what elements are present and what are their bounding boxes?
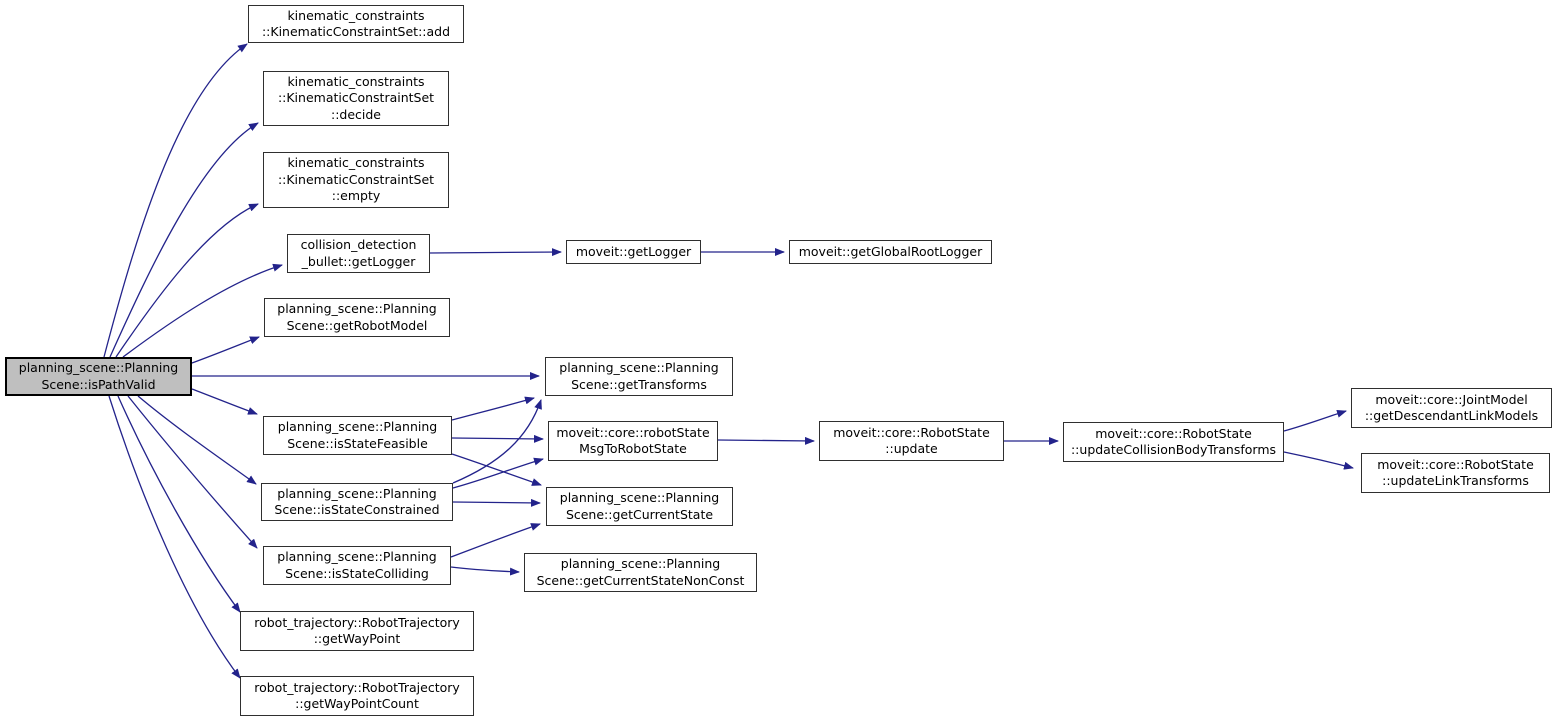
node-label-line: ::KinematicConstraintSet [277, 90, 435, 106]
edge-isstateconstrained-to-gettransforms [452, 399, 542, 484]
node-label-line: moveit::core::RobotState [833, 424, 990, 440]
node-label-line: moveit::getLogger [575, 243, 692, 259]
node-label-line: planning_scene::Planning [560, 556, 721, 571]
node-label-line: _bullet::getLogger [301, 253, 416, 269]
node-label-line: robot_trajectory::RobotTrajectory [254, 614, 460, 630]
node-getglobalrootlogger[interactable]: moveit::getGlobalRootLogger [789, 240, 992, 264]
node-label-line: Scene::getCurrentStateNonConst [536, 572, 745, 588]
node-label-line: Scene::getCurrentState [565, 506, 714, 522]
node-label-line: ::getWayPoint [313, 631, 401, 646]
edge-isstatefeasible-to-robotstatemsg [451, 434, 544, 443]
node-getwaypointcount[interactable]: robot_trajectory::RobotTrajectory ::getW… [240, 676, 474, 716]
node-label-line: ::decide [330, 106, 382, 122]
node-label-line: Scene::isPathValid [41, 376, 156, 392]
node-label-line: ::getWayPointCount [295, 696, 419, 711]
node-bullet-getlogger[interactable]: collision_detection _bullet::getLogger [287, 234, 430, 273]
node-label-line: robot_trajectory::RobotTrajectory [254, 679, 460, 695]
node-isstatefeasible[interactable]: planning_scene::Planning Scene::isStateF… [263, 416, 452, 455]
node-robotstatemsgtorobotstate[interactable]: moveit::core::robotState MsgToRobotState [548, 421, 718, 461]
node-kinematicconstraintset-decide[interactable]: kinematic_constraints ::KinematicConstra… [263, 71, 449, 126]
node-label-line: kinematic_constraints [287, 73, 425, 89]
edge-ispathvalid-to-add [103, 43, 248, 358]
node-getwaypoint[interactable]: robot_trajectory::RobotTrajectory ::getW… [240, 611, 474, 651]
node-label-line: ::empty [331, 188, 381, 204]
node-label-line: moveit::core::RobotState [1095, 425, 1252, 441]
node-ispathvalid: planning_scene::Planning Scene::isPathVa… [5, 357, 192, 396]
node-isstateconstrained[interactable]: planning_scene::Planning Scene::isStateC… [261, 483, 453, 521]
node-label-line: moveit::core::JointModel [1375, 391, 1528, 407]
node-getcurrentstate[interactable]: planning_scene::Planning Scene::getCurre… [546, 487, 733, 526]
node-moveit-getlogger[interactable]: moveit::getLogger [566, 240, 701, 264]
node-getdescendantlinkmodels[interactable]: moveit::core::JointModel ::getDescendant… [1351, 388, 1552, 428]
node-label-line: ::KinematicConstraintSet [277, 171, 435, 187]
edge-updatecollisionbody-to-getdescendantlinkmodels [1283, 409, 1347, 432]
node-label-line: planning_scene::Planning [277, 301, 437, 316]
node-label-line: ::updateLinkTransforms [1382, 473, 1529, 488]
node-kinematicconstraintset-add[interactable]: kinematic_constraints ::KinematicConstra… [248, 5, 464, 43]
node-label-line: Scene::getRobotModel [286, 317, 428, 333]
edge-robotstatemsg-to-update [717, 436, 815, 445]
node-label-line: Scene::isStateFeasible [287, 435, 428, 451]
edge-ispathvalid-to-decide [109, 122, 259, 358]
node-label-line: Scene::isStateConstrained [274, 502, 440, 517]
node-label-line: kinematic_constraints [287, 7, 425, 23]
node-label-line: ::getDescendantLinkModels [1364, 408, 1539, 423]
node-gettransforms[interactable]: planning_scene::Planning Scene::getTrans… [545, 357, 733, 396]
node-label-line: planning_scene::Planning [559, 490, 720, 505]
edge-isstatefeasible-to-getcurrentstate [451, 453, 542, 486]
node-kinematicconstraintset-empty[interactable]: kinematic_constraints ::KinematicConstra… [263, 152, 449, 208]
edge-ispathvalid-to-getwaypointcount [108, 395, 241, 679]
node-label-line: planning_scene::Planning [277, 485, 437, 501]
node-label-line: planning_scene::Planning [277, 549, 437, 564]
edge-updatecollisionbody-to-updatelinktransforms [1283, 451, 1354, 470]
node-robotstate-update[interactable]: moveit::core::RobotState ::update [819, 421, 1004, 461]
node-label-line: moveit::getGlobalRootLogger [798, 243, 983, 259]
edge-isstatefeasible-to-gettransforms [451, 396, 535, 421]
node-label-line: Scene::getTransforms [571, 376, 707, 392]
edge-isstateconstrained-to-robotstatemsg [452, 457, 544, 489]
edge-ispathvalid-to-isstateconstrained [137, 395, 257, 485]
node-updatelinktransforms[interactable]: moveit::core::RobotState ::updateLinkTra… [1361, 453, 1550, 493]
node-label-line: ::updateCollisionBodyTransforms [1070, 442, 1277, 457]
edge-ispathvalid-to-isstatefeasible [191, 388, 258, 415]
node-label-line: moveit::core::robotState [556, 424, 710, 440]
edge-ispathvalid-to-getrobotmodel [191, 336, 260, 364]
node-label-line: MsgToRobotState [579, 441, 687, 456]
node-label-line: collision_detection [300, 237, 417, 252]
edge-ispathvalid-to-bullet-getlogger [122, 263, 283, 358]
node-label-line: planning_scene::Planning [18, 360, 179, 375]
edge-isstateconstrained-to-getcurrentstate [452, 498, 541, 507]
node-label-line: kinematic_constraints [287, 155, 425, 171]
node-updatecollisionbodytransforms[interactable]: moveit::core::RobotState ::updateCollisi… [1063, 422, 1284, 462]
node-label-line: ::update [885, 441, 938, 456]
edge-ispathvalid-to-isstatecolliding [127, 395, 258, 549]
node-getrobotmodel[interactable]: planning_scene::Planning Scene::getRobot… [264, 298, 450, 337]
node-label-line: Scene::isStateColliding [285, 565, 429, 581]
node-isstatecolliding[interactable]: planning_scene::Planning Scene::isStateC… [263, 546, 451, 585]
node-label-line: planning_scene::Planning [277, 419, 438, 434]
node-label-line: planning_scene::Planning [559, 360, 719, 375]
node-label-line: ::KinematicConstraintSet::add [261, 24, 451, 39]
edge-ispathvalid-to-getwaypoint [117, 395, 241, 613]
edge-bullet-getlogger-to-moveit-getlogger [429, 248, 562, 257]
node-label-line: moveit::core::RobotState [1377, 456, 1534, 472]
edge-ispathvalid-to-empty [115, 203, 259, 358]
edge-isstatecolliding-to-getcurrentstatenonconst [450, 566, 520, 576]
node-getcurrentstatenonconst[interactable]: planning_scene::Planning Scene::getCurre… [524, 553, 757, 592]
